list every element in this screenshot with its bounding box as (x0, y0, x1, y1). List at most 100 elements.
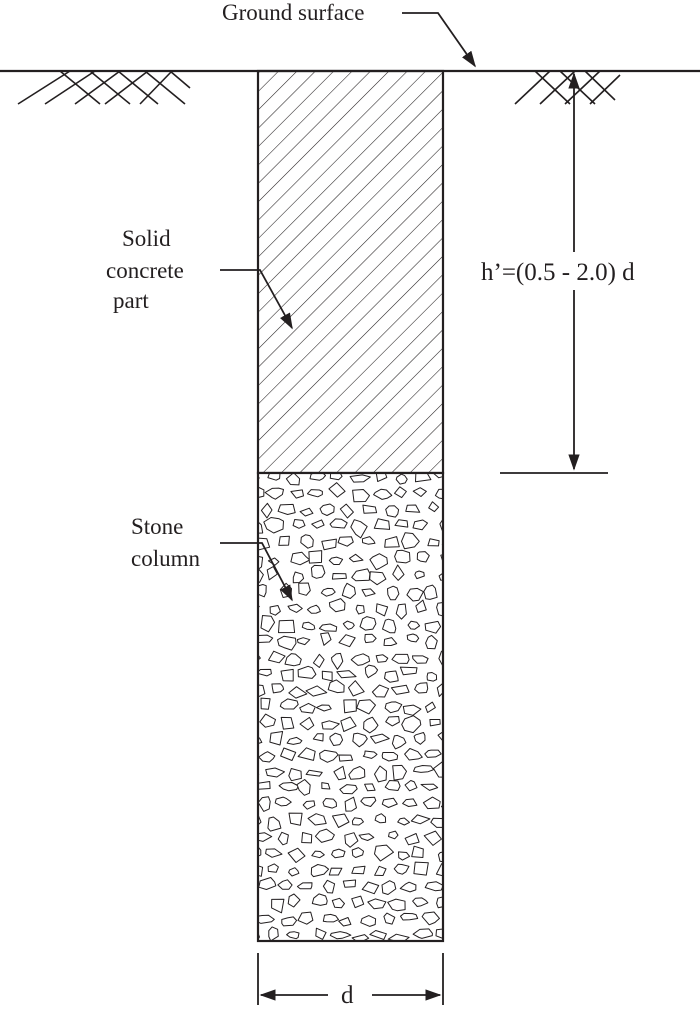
stone-particle (321, 782, 331, 790)
stone-particle (338, 754, 354, 762)
stone-particle (351, 817, 364, 826)
stone-particle (430, 817, 443, 828)
stone-particle (340, 716, 357, 732)
stone-particle (435, 863, 443, 877)
stone-particle (414, 570, 425, 580)
stone-particle (446, 616, 457, 628)
stone-particle (328, 867, 343, 876)
stone-particle (312, 653, 325, 668)
stone-particle (407, 620, 421, 630)
stone-particle (306, 489, 323, 498)
stone-particle (260, 615, 276, 633)
stone-particle (258, 772, 260, 776)
stone-particle (411, 845, 424, 858)
stone-particle (321, 670, 333, 682)
stone-particle (258, 877, 277, 890)
stone-column (246, 471, 465, 958)
stone-particle (246, 947, 256, 955)
stone-particle (322, 798, 337, 809)
stone-particle (311, 519, 325, 529)
stone-particle (319, 749, 339, 763)
stone-particle (424, 620, 442, 634)
stone-particle (264, 487, 284, 500)
stone-particle (406, 633, 420, 643)
stone-particle (280, 668, 294, 682)
stone-particle (391, 734, 407, 750)
stone-particle (271, 683, 285, 694)
stone-particle (373, 518, 391, 530)
solid-concrete-label-line2: concrete (106, 258, 184, 283)
stone-particle (351, 934, 370, 941)
stone-particle (397, 817, 410, 826)
stone-particle (351, 865, 366, 875)
stone-particle (426, 672, 438, 682)
stone-particle (427, 538, 440, 547)
stone-particle (358, 833, 375, 841)
stone-particle (284, 653, 302, 667)
stone-particle (348, 553, 364, 563)
stone-particle (412, 655, 429, 664)
stone-particle (445, 635, 465, 645)
stone-particle (277, 879, 293, 890)
stone-particle (321, 538, 337, 551)
stone-particle (277, 635, 297, 651)
stone-particle (450, 882, 462, 891)
stone-particle (297, 747, 316, 761)
stone-particle (290, 946, 301, 955)
stone-particle (428, 501, 440, 513)
stone-particle (352, 489, 370, 503)
stone-particle (306, 604, 321, 614)
stone-particle (425, 634, 438, 650)
stone-particle (421, 911, 440, 926)
stone-particle (388, 830, 399, 840)
solid-concrete-label-line1: Solid (122, 226, 171, 251)
stone-particle (416, 944, 429, 958)
stone-particle (412, 487, 427, 497)
stone-particle (288, 768, 302, 782)
stone-particle (433, 761, 443, 778)
stone-particle (300, 534, 314, 549)
stone-particle (435, 928, 443, 939)
stone-particle (292, 519, 306, 529)
stone-particle (305, 769, 323, 777)
stone-particle (437, 851, 443, 863)
solid-concrete-label: Solid concrete part (106, 226, 190, 313)
stone-particle (328, 598, 346, 613)
stone-particle (414, 682, 429, 694)
stone-particle (412, 928, 433, 939)
stone-particle (285, 473, 301, 486)
stone-particle (258, 521, 264, 534)
stone-particle (313, 944, 325, 955)
stone-particle (344, 832, 359, 848)
stone-particle (441, 804, 443, 809)
stone-particle (450, 784, 462, 794)
stone-particle (277, 503, 296, 515)
stone-particle (280, 716, 295, 730)
stone-particle (331, 573, 347, 580)
stone-particle (258, 751, 276, 763)
stone-particle (287, 893, 301, 908)
stone-column-label-line2: column (131, 546, 200, 571)
stone-particle (361, 588, 376, 597)
stone-particle (381, 752, 399, 762)
stone-particle (296, 637, 311, 646)
stone-particle (420, 783, 439, 791)
stone-particle (268, 650, 286, 664)
stone-particle (413, 732, 426, 745)
stone-particle (274, 796, 292, 807)
stone-particle (258, 796, 271, 812)
stone-particle (258, 634, 274, 643)
stone-particle (436, 896, 443, 909)
stone-particle (415, 473, 432, 483)
stone-particle (375, 473, 388, 482)
stone-particle (320, 587, 336, 597)
stone-particle (329, 473, 343, 481)
stone-particle (296, 882, 313, 890)
stone-particle (438, 650, 443, 666)
stone-particle (393, 863, 410, 875)
height-dimension-label: h’=(0.5 - 2.0) d (481, 259, 635, 286)
stone-particle (445, 504, 457, 513)
stone-particle (384, 780, 401, 791)
stone-particle (265, 848, 283, 858)
stone-particle (373, 488, 393, 500)
